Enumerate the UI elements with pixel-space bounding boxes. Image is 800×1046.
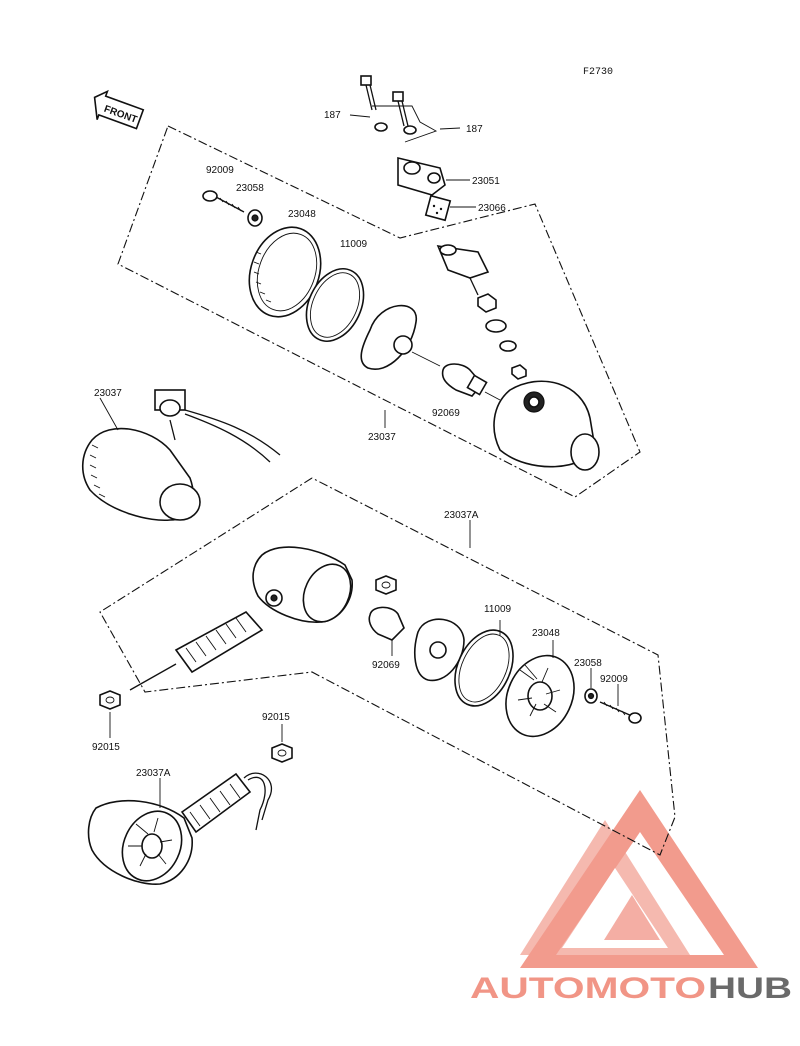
label-92009-bottom: 92009	[600, 674, 628, 685]
front-arrow: FRONT	[93, 89, 145, 130]
label-187-right: 187	[466, 124, 483, 135]
label-92069-top: 92069	[432, 408, 460, 419]
reflector-plate-top	[360, 304, 417, 370]
watermark-logo	[520, 790, 758, 968]
reference-number: F2730	[583, 67, 613, 78]
watermark-text-main: AUTOMOTO	[470, 972, 706, 1005]
label-23037A-box: 23037A	[444, 510, 479, 521]
label-92009-top: 92009	[206, 165, 234, 176]
assembled-lamp-23037	[81, 389, 281, 522]
screw-92009-top	[202, 190, 245, 213]
damper-23066	[424, 194, 452, 222]
screw-92009-bottom	[599, 701, 642, 724]
label-23048-top: 23048	[288, 209, 316, 220]
top-assembly-outline	[117, 125, 641, 498]
label-11009-bottom: 11009	[484, 604, 512, 615]
lens-23048-bottom	[505, 654, 575, 738]
washer-23058-bottom	[584, 688, 598, 704]
gasket-11009-bottom	[454, 629, 514, 707]
nut-bottom-upper	[375, 575, 397, 595]
label-187-left: 187	[324, 110, 341, 121]
bulb-92069-bottom	[368, 606, 405, 641]
stalk-bottom	[129, 610, 264, 691]
label-92069-bottom: 92069	[372, 660, 400, 671]
watermark-text: AUTOMOTO HUB	[470, 972, 792, 1005]
top-lamp-housing	[493, 380, 600, 471]
label-11009-top: 11009	[340, 239, 368, 250]
label-23058-bottom: 23058	[574, 658, 602, 669]
nut-92015-left	[99, 690, 121, 710]
mount-stack	[436, 244, 527, 380]
gasket-11009-top	[305, 268, 365, 342]
label-23048-bottom: 23048	[532, 628, 560, 639]
clamp-23051	[397, 156, 446, 196]
label-92015-mid: 92015	[262, 712, 290, 723]
label-23051: 23051	[472, 176, 500, 187]
label-23037A-left: 23037A	[136, 768, 171, 779]
label-23066: 23066	[478, 203, 506, 214]
label-23037-box: 23037	[368, 432, 396, 443]
nut-92015-mid	[271, 743, 293, 763]
watermark-text-hub: HUB	[708, 972, 792, 1005]
bottom-lamp-housing	[252, 546, 353, 623]
washer-23058-top	[247, 209, 263, 227]
label-92015-left: 92015	[92, 742, 120, 753]
assembled-lamp-23037A	[87, 772, 273, 885]
label-23058-top: 23058	[236, 183, 264, 194]
bulb-92069-top	[441, 363, 488, 397]
label-23037-left: 23037	[94, 388, 122, 399]
bolt-187-pair	[360, 75, 438, 143]
